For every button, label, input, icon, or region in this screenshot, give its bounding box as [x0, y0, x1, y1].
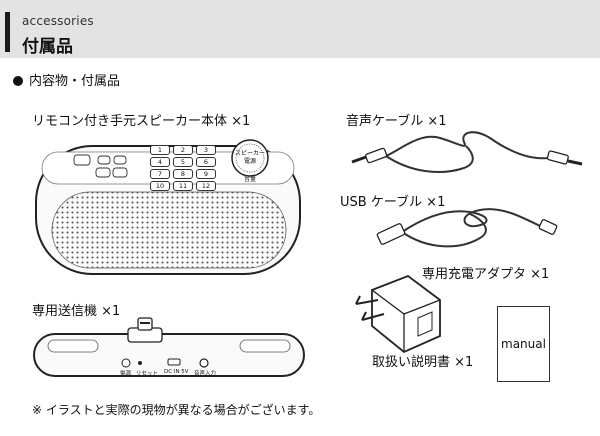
header-subtitle: accessories — [22, 14, 94, 28]
transmitter-label-dcin: DC IN 5V — [164, 369, 189, 375]
transmitter-label-power: 電源 — [120, 371, 132, 377]
key-2: 2 — [173, 145, 193, 155]
key-3: 3 — [196, 145, 216, 155]
transmitter-label-audio-in: 音声入力 — [194, 371, 217, 377]
page-header: accessories 付属品 — [0, 0, 600, 58]
transmitter-label-reset: リセット — [136, 371, 159, 377]
label-usb-cable: USB ケーブル ×1 — [340, 195, 446, 210]
speaker-mode-buttons — [73, 154, 128, 178]
key-9: 9 — [196, 169, 216, 179]
key-6: 6 — [196, 157, 216, 167]
manual-booklet-text: manual — [501, 337, 546, 351]
keypad-row-1: 1 2 3 — [150, 145, 216, 155]
label-audio-cable: 音声ケーブル ×1 — [346, 114, 447, 129]
manual-booklet: manual — [497, 306, 550, 382]
key-8: 8 — [173, 169, 193, 179]
knob-label-power: 電源 — [243, 158, 256, 165]
knob-label-volume: 音量 — [243, 176, 256, 183]
keypad-row-2: 4 5 6 — [150, 157, 216, 167]
key-5: 5 — [173, 157, 193, 167]
keypad-row-4: 10 11 12 — [150, 181, 216, 191]
section-heading: 内容物・付属品 — [13, 70, 120, 89]
label-adapter: 専用充電アダプタ ×1 — [422, 267, 550, 282]
keypad-row-3: 7 8 9 — [150, 169, 216, 179]
footnote: ※ イラストと実際の現物が異なる場合がございます。 — [32, 403, 321, 417]
label-transmitter: 専用送信機 ×1 — [32, 304, 121, 319]
header-accent-bar — [5, 12, 10, 52]
speaker-grille — [51, 191, 287, 269]
key-7: 7 — [150, 169, 170, 179]
key-11: 11 — [173, 181, 193, 191]
header-title: 付属品 — [22, 37, 73, 57]
label-speaker: リモコン付き手元スピーカー本体 ×1 — [32, 114, 251, 129]
section-heading-text: 内容物・付属品 — [29, 74, 121, 89]
key-4: 4 — [150, 157, 170, 167]
key-10: 10 — [150, 181, 170, 191]
key-1: 1 — [150, 145, 170, 155]
bullet-icon — [13, 76, 23, 86]
knob-label-speaker: スピーカー — [234, 150, 265, 157]
remote-keypad: 1 2 3 4 5 6 7 8 9 10 11 12 — [150, 145, 216, 191]
key-12: 12 — [196, 181, 216, 191]
label-manual: 取扱い説明書 ×1 — [372, 355, 474, 370]
